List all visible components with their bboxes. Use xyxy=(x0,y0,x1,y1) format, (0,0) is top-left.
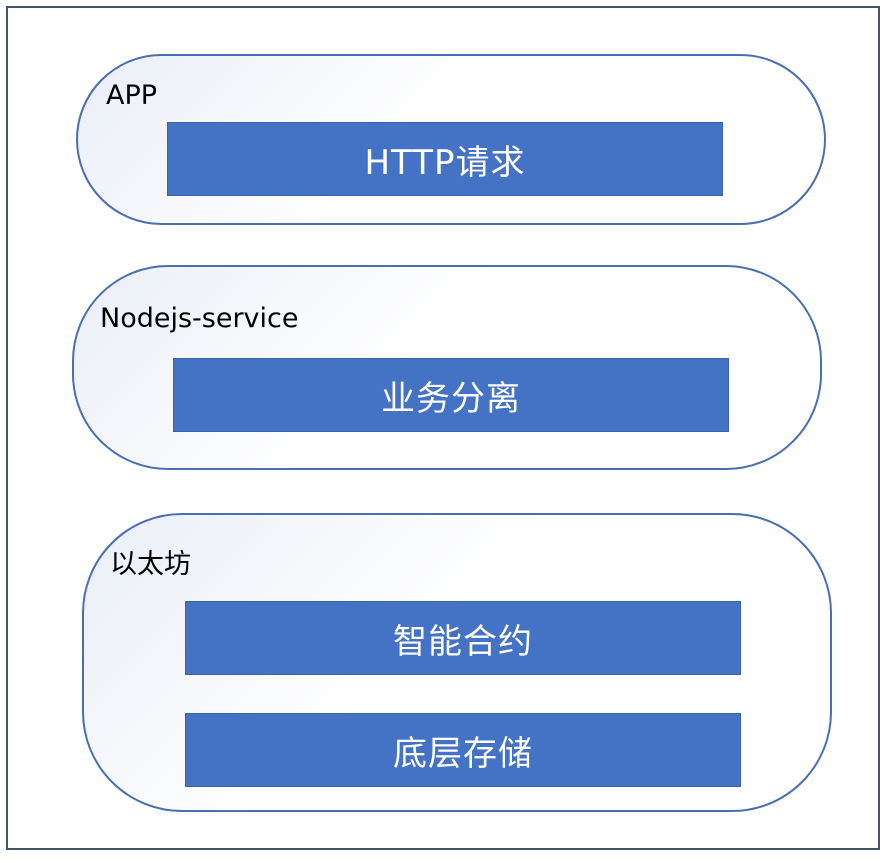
layer-title-ethereum: 以太坊 xyxy=(110,549,191,580)
layer-title-app: APP xyxy=(106,80,158,111)
layer-ethereum: 以太坊 智能合约 底层存储 xyxy=(82,513,832,812)
diagram-frame: APP HTTP请求 Nodejs-service 业务分离 以太坊 智能合约 … xyxy=(6,6,880,850)
layer-nodejs-service: Nodejs-service 业务分离 xyxy=(72,265,822,470)
block-business-separation: 业务分离 xyxy=(173,358,729,432)
layer-app: APP HTTP请求 xyxy=(76,54,826,225)
block-http-request: HTTP请求 xyxy=(167,122,723,196)
block-underlying-storage: 底层存储 xyxy=(185,713,741,787)
block-smart-contract: 智能合约 xyxy=(185,601,741,675)
layer-title-nodejs-service: Nodejs-service xyxy=(100,303,299,334)
